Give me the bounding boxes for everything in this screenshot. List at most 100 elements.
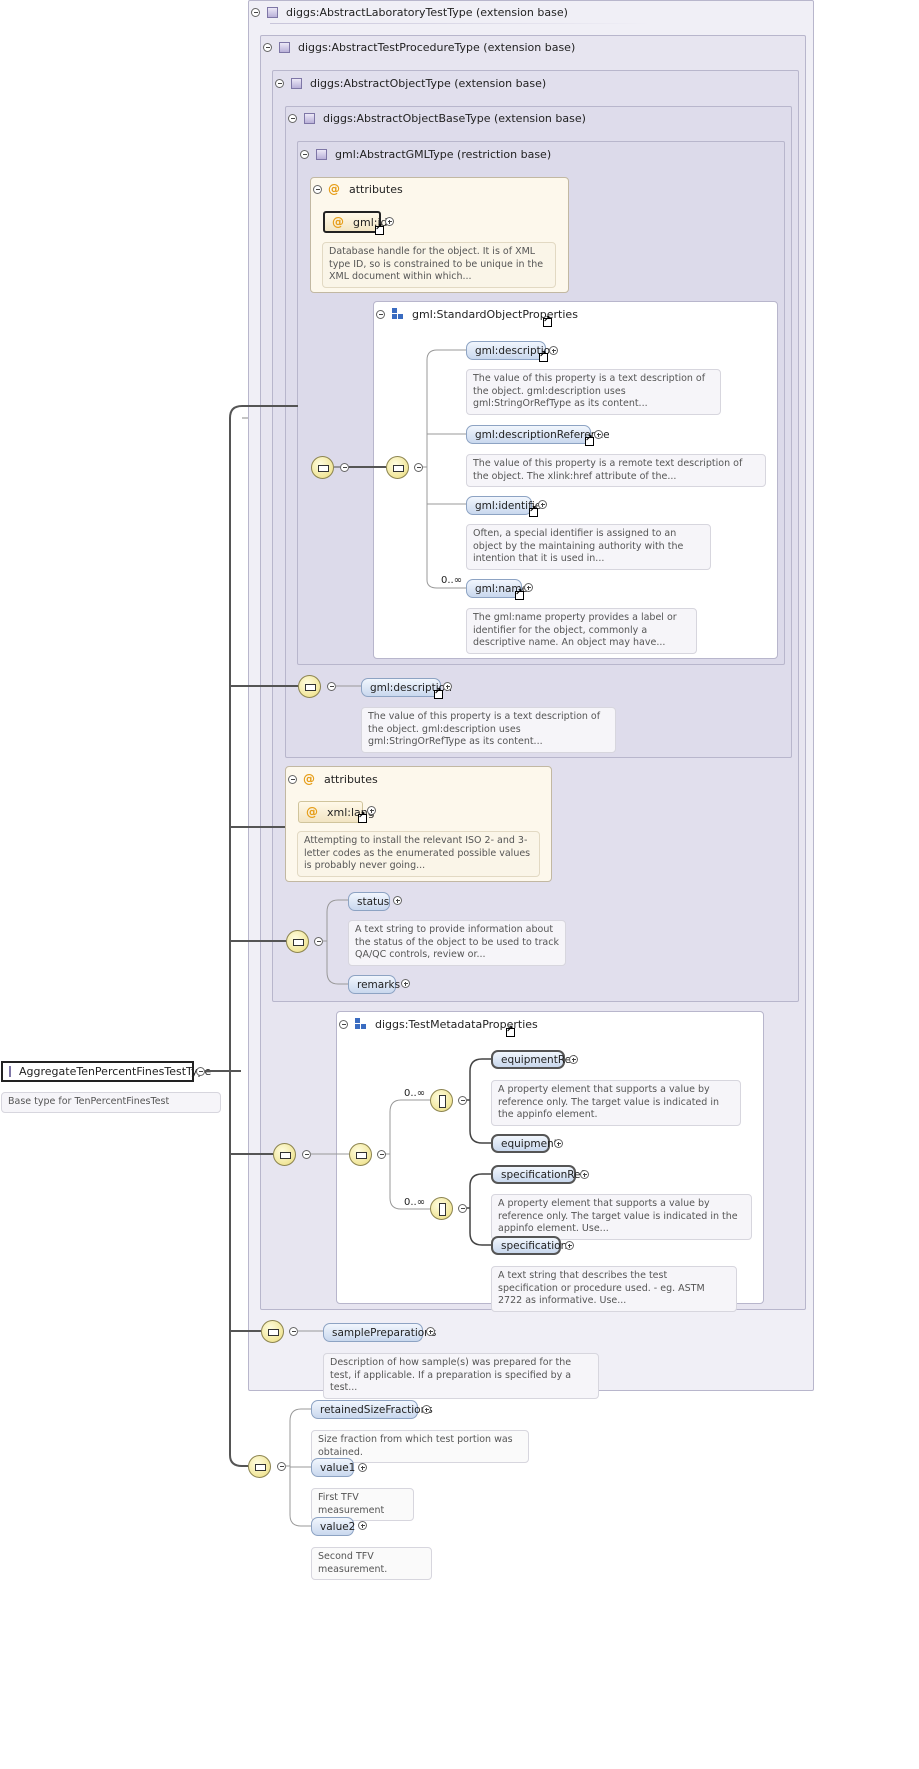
expand-toggle[interactable] (538, 500, 547, 509)
sequence-compositor[interactable] (311, 456, 334, 479)
expand-toggle[interactable] (569, 1055, 578, 1064)
collapse-toggle[interactable] (275, 78, 284, 88)
collapse-toggle[interactable] (251, 7, 260, 17)
el-value1-description: First TFV measurement (311, 1488, 414, 1521)
expand-toggle[interactable] (443, 682, 452, 691)
el-specification-description: A text string that describes the test sp… (491, 1266, 737, 1312)
el-remarks-label: remarks (357, 978, 401, 991)
spec-choice-cardinality: 0..∞ (404, 1197, 426, 1208)
sequence-compositor[interactable] (386, 456, 409, 479)
collapse-toggle[interactable] (196, 1067, 205, 1076)
object-attributes-header: @ attributes (288, 771, 378, 787)
choice-compositor[interactable] (430, 1197, 453, 1220)
root-element-description: Base type for TenPercentFinesTest (1, 1092, 221, 1113)
link-arrow-icon[interactable] (585, 434, 594, 446)
collapse-toggle[interactable] (458, 1096, 467, 1105)
sequence-compositor[interactable] (273, 1143, 296, 1166)
expand-toggle[interactable] (358, 1463, 367, 1472)
el-specification-ref-description: A property element that supports a value… (491, 1194, 752, 1240)
el-value2-label: value2 (320, 1520, 356, 1533)
attr-xml-lang[interactable]: @ xml:lang (298, 801, 375, 823)
expand-toggle[interactable] (594, 430, 603, 439)
collapse-toggle[interactable] (300, 149, 309, 159)
gml-attributes-label: attributes (349, 182, 403, 196)
expand-toggle[interactable] (401, 979, 410, 988)
object-attributes-label: attributes (324, 772, 378, 786)
collapse-toggle[interactable] (414, 463, 423, 472)
choice-compositor[interactable] (430, 1089, 453, 1112)
attribute-icon: @ (303, 772, 315, 786)
collapse-toggle[interactable] (458, 1204, 467, 1213)
el-value2[interactable]: value2 (311, 1517, 356, 1536)
el-specification[interactable]: specification (491, 1236, 567, 1255)
collapse-toggle[interactable] (263, 42, 272, 52)
el-sample-preparations-description: Description of how sample(s) was prepare… (323, 1353, 599, 1399)
complex-type-icon (304, 112, 315, 124)
el-equipment[interactable]: equipment (491, 1134, 558, 1153)
link-arrow-icon[interactable] (529, 505, 538, 517)
el-gml-description-reference-description: The value of this property is a remote t… (466, 454, 766, 487)
collapse-toggle[interactable] (288, 774, 297, 784)
sequence-compositor[interactable] (298, 675, 321, 698)
standard-props-label: gml:StandardObjectProperties (412, 307, 578, 321)
collapse-toggle[interactable] (377, 1150, 386, 1159)
el-status-label: status (357, 895, 390, 908)
sequence-compositor[interactable] (261, 1320, 284, 1343)
expand-toggle[interactable] (580, 1170, 589, 1179)
el-equipment-ref-label: equipmentRef (501, 1053, 575, 1066)
el-status[interactable]: status (348, 892, 390, 911)
link-arrow-icon[interactable] (358, 811, 367, 823)
el-sample-preparations[interactable]: samplePreparations (323, 1323, 436, 1342)
el-retained-size-fractions-label: retainedSizeFractions (320, 1403, 433, 1416)
expand-toggle[interactable] (422, 1405, 431, 1414)
expand-toggle[interactable] (554, 1139, 563, 1148)
attr-gml-id-description: Database handle for the object. It is of… (322, 242, 556, 288)
collapse-toggle[interactable] (288, 113, 297, 123)
el-retained-size-fractions[interactable]: retainedSizeFractions (311, 1400, 433, 1419)
sequence-compositor[interactable] (349, 1143, 372, 1166)
el-gml-name-description: The gml:name property provides a label o… (466, 608, 697, 654)
standard-props-header: gml:StandardObjectProperties (376, 306, 578, 322)
expand-toggle[interactable] (549, 346, 558, 355)
el-sample-preparations-label: samplePreparations (332, 1326, 437, 1339)
el-gml-identifier[interactable]: gml:identifier (466, 496, 545, 515)
el-base-gml-description-description: The value of this property is a text des… (361, 707, 616, 753)
link-arrow-icon[interactable] (375, 223, 384, 235)
link-arrow-icon[interactable] (506, 1025, 515, 1037)
el-specification-ref[interactable]: specificationRef (491, 1165, 584, 1184)
expand-toggle[interactable] (393, 896, 402, 905)
el-equipment-ref[interactable]: equipmentRef (491, 1050, 575, 1069)
collapse-toggle[interactable] (340, 463, 349, 472)
complex-type-icon (291, 77, 302, 89)
el-value1[interactable]: value1 (311, 1458, 355, 1477)
collapse-toggle[interactable] (339, 1019, 348, 1029)
link-arrow-icon[interactable] (539, 350, 548, 362)
link-arrow-icon[interactable] (515, 588, 524, 600)
expand-toggle[interactable] (385, 217, 394, 226)
collapse-toggle[interactable] (376, 309, 385, 319)
attribute-icon: @ (328, 182, 340, 196)
link-arrow-icon[interactable] (543, 315, 552, 327)
expand-toggle[interactable] (426, 1327, 435, 1336)
root-element-label: AggregateTenPercentFinesTestType (19, 1065, 212, 1078)
expand-toggle[interactable] (358, 1521, 367, 1530)
ext-object-label: diggs:AbstractObjectType (extension base… (310, 76, 547, 90)
el-gml-description-reference[interactable]: gml:descriptionReference (466, 425, 610, 444)
el-equipment-label: equipment (501, 1137, 558, 1150)
collapse-toggle[interactable] (313, 184, 322, 194)
sequence-compositor[interactable] (286, 930, 309, 953)
expand-toggle[interactable] (367, 806, 376, 815)
metadata-label: diggs:TestMetadataProperties (375, 1017, 538, 1031)
expand-toggle[interactable] (565, 1241, 574, 1250)
expand-toggle[interactable] (524, 583, 533, 592)
el-base-gml-description[interactable]: gml:description (361, 678, 452, 697)
sequence-compositor[interactable] (248, 1455, 271, 1478)
link-arrow-icon[interactable] (434, 687, 443, 699)
el-remarks[interactable]: remarks (348, 975, 400, 994)
root-element[interactable]: AggregateTenPercentFinesTestType (1, 1061, 211, 1082)
complex-type-icon (267, 6, 278, 18)
attr-gml-id[interactable]: @ gml:id (323, 211, 388, 233)
ext-test-procedure-header: diggs:AbstractTestProcedureType (extensi… (263, 39, 575, 55)
ext-test-procedure-label: diggs:AbstractTestProcedureType (extensi… (298, 40, 576, 54)
